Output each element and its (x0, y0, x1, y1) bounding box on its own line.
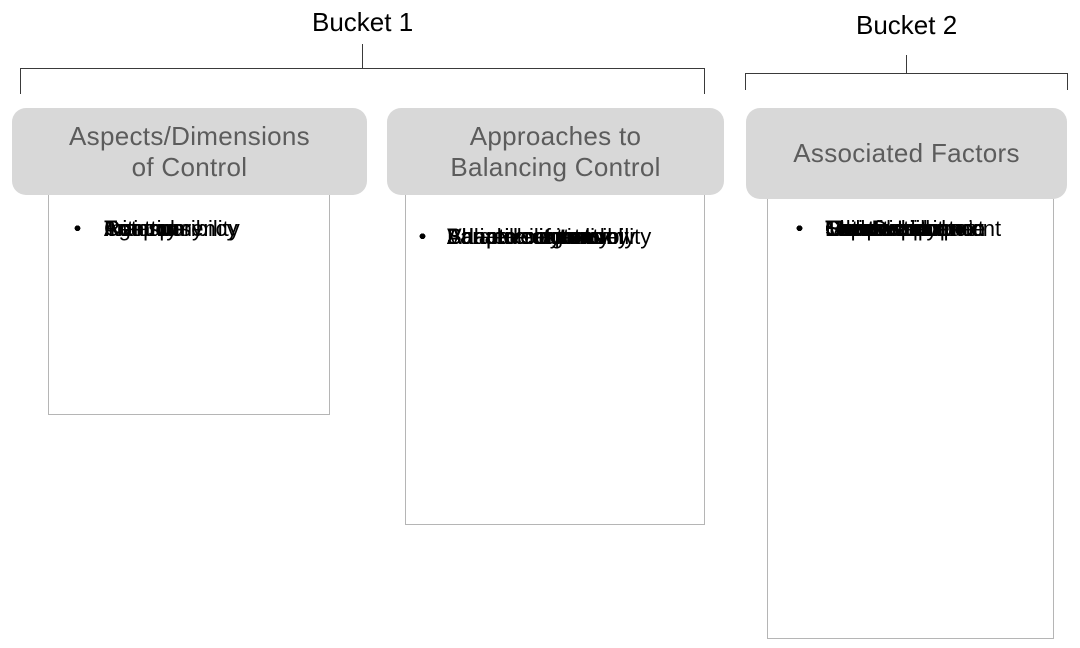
bullet-icon: • (419, 226, 427, 248)
bucket-1-title: Bucket 1 (312, 7, 414, 37)
bullet-icon: • (796, 218, 804, 240)
header-line: of Control (131, 151, 248, 182)
bullet-icon: • (74, 218, 82, 240)
bullet-icon: • (796, 218, 804, 240)
bullet-icon: • (419, 226, 427, 248)
bucket-2-bracket-stem (906, 55, 907, 73)
bucket-2-title: Bucket 2 (856, 10, 958, 40)
bullet-icon: • (74, 218, 82, 240)
bullet-icon: • (419, 226, 427, 248)
bullet-icon: • (74, 218, 82, 240)
bullet-icon: • (419, 226, 427, 248)
header-line: Approaches to (469, 120, 642, 151)
bullet-icon: • (796, 218, 804, 240)
bullet-icon: • (74, 218, 82, 240)
header-line: Associated Factors (793, 138, 1020, 168)
bucket-1-bracket (20, 68, 705, 94)
bullet-icon: • (796, 218, 804, 240)
approaches-header: Approaches to Balancing Control (387, 108, 724, 195)
aspects-dimensions-header: Aspects/Dimensions of Control (12, 108, 367, 195)
header-line: Aspects/Dimensions (69, 120, 310, 151)
bullet-icon: • (796, 218, 804, 240)
bucket-1-bracket-stem (362, 44, 363, 68)
associated-factors-list-box: •Creative phase •Creative domain •Creati… (767, 192, 1054, 639)
bucket-2-bracket (745, 73, 1068, 90)
associated-factors-header: Associated Factors (746, 108, 1067, 199)
bullet-icon: • (74, 218, 82, 240)
bullet-icon: • (796, 218, 804, 240)
bullet-icon: • (796, 218, 804, 240)
bullet-icon: • (419, 226, 427, 248)
bullet-icon: • (796, 218, 804, 240)
bullet-icon: • (796, 218, 804, 240)
bullet-icon: • (419, 226, 427, 248)
bullet-icon: • (419, 226, 427, 248)
approaches-list-box: •Adaptability •Adaptive autonomy •Adapti… (405, 190, 705, 525)
bullet-icon: • (419, 226, 427, 248)
bullet-icon: • (419, 226, 427, 248)
bullet-icon: • (796, 218, 804, 240)
header-line: Balancing Control (450, 151, 661, 182)
aspects-dimensions-list-box: •Autonomy •Agency •Responsibility •Initi… (48, 190, 330, 415)
bullet-icon: • (796, 218, 804, 240)
bullet-icon: • (796, 218, 804, 240)
bullet-icon: • (74, 218, 82, 240)
bullet-icon: • (796, 218, 804, 240)
